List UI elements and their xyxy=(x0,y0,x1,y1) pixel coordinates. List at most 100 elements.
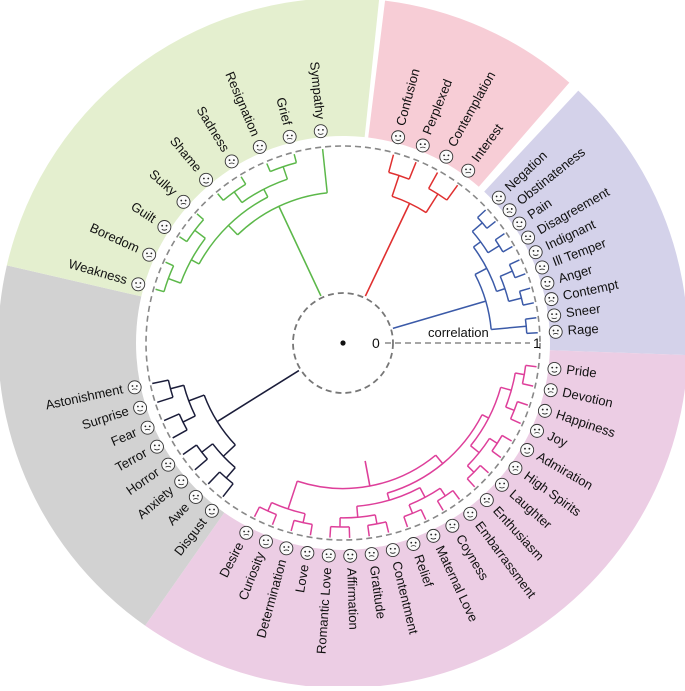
branch xyxy=(429,172,438,188)
branch xyxy=(152,380,168,383)
label-rage: Rage xyxy=(567,321,599,338)
face-sketch-icon xyxy=(162,458,175,471)
branch xyxy=(264,189,268,197)
branch xyxy=(294,154,296,163)
face-sketch-icon xyxy=(200,173,213,186)
branch xyxy=(467,479,474,487)
face-sketch-icon xyxy=(225,155,238,168)
branch xyxy=(501,387,512,390)
branch xyxy=(234,192,242,203)
face-sketch-icon xyxy=(548,309,561,322)
face-sketch-icon xyxy=(440,150,453,163)
branch xyxy=(226,468,235,478)
face-sketch-icon xyxy=(503,204,516,217)
branch xyxy=(197,214,204,220)
face-sketch-icon xyxy=(492,191,505,204)
branch xyxy=(170,385,183,389)
face-sketch-icon xyxy=(541,277,554,290)
branch xyxy=(375,515,377,524)
face-sketch-icon xyxy=(462,164,475,177)
branch xyxy=(323,149,328,193)
face-sketch-icon xyxy=(240,526,253,539)
branch xyxy=(480,465,488,472)
branch xyxy=(488,246,499,253)
branch xyxy=(487,221,496,228)
branch xyxy=(191,260,199,264)
branch xyxy=(426,194,438,213)
branch xyxy=(437,501,443,510)
face-sketch-icon xyxy=(301,546,314,559)
branch xyxy=(223,445,235,456)
correlation-scale: 0 1 correlation xyxy=(146,146,541,540)
face-sketch-icon xyxy=(427,529,440,542)
face-sketch-icon xyxy=(495,478,508,491)
branch xyxy=(303,514,305,523)
branch xyxy=(368,525,369,536)
branch xyxy=(509,260,519,265)
face-sketch-icon xyxy=(538,404,551,417)
face-sketch-icon xyxy=(407,538,420,551)
branch xyxy=(475,268,487,274)
face-sketch-icon xyxy=(280,542,293,555)
branch xyxy=(490,438,498,443)
face-sketch-icon xyxy=(150,440,163,453)
branch xyxy=(387,493,389,500)
branch xyxy=(330,527,331,538)
branch xyxy=(392,175,399,196)
branch xyxy=(218,194,224,201)
branch xyxy=(357,506,358,517)
branch xyxy=(291,520,294,531)
scale-zero-label: 0 xyxy=(372,335,380,351)
branch xyxy=(387,415,482,493)
face-sketch-icon xyxy=(529,246,542,259)
branch xyxy=(223,484,233,497)
face-sketch-icon xyxy=(392,131,405,144)
branch xyxy=(472,223,482,232)
face-sketch-icon xyxy=(446,519,459,532)
sector-green xyxy=(7,0,379,296)
branch xyxy=(404,517,408,527)
label-affirmation: Affirmation xyxy=(344,568,361,630)
branch xyxy=(195,459,208,470)
face-sketch-icon xyxy=(480,494,493,507)
branch xyxy=(421,510,426,520)
branch xyxy=(241,177,246,185)
branch xyxy=(283,167,287,179)
branch xyxy=(527,333,538,334)
branch xyxy=(503,246,513,251)
branch xyxy=(522,384,533,386)
branch xyxy=(179,237,186,242)
branch xyxy=(156,289,164,291)
face-sketch-icon xyxy=(322,549,335,562)
branch xyxy=(157,397,173,402)
branch xyxy=(506,407,515,410)
branch xyxy=(189,395,204,401)
trunk-green xyxy=(279,206,321,296)
trunk-red xyxy=(365,203,409,296)
face-sketch-icon xyxy=(344,549,357,562)
face-sketch-icon xyxy=(536,261,549,274)
face-sketch-icon xyxy=(132,278,145,291)
branch xyxy=(168,279,180,284)
face-sketch-icon xyxy=(158,220,171,233)
face-sketch-icon xyxy=(386,544,399,557)
branch xyxy=(409,162,416,179)
face-sketch-icon xyxy=(253,140,266,153)
face-sketch-icon xyxy=(365,548,378,561)
branch xyxy=(420,488,425,498)
branch xyxy=(515,373,524,375)
branch xyxy=(436,455,443,463)
center-dot xyxy=(340,340,345,345)
branch xyxy=(511,419,521,424)
face-sketch-icon xyxy=(134,401,147,414)
branch xyxy=(478,210,486,218)
face-sketch-icon xyxy=(521,444,534,457)
branch xyxy=(482,415,489,418)
branch xyxy=(471,446,480,453)
branch xyxy=(386,522,389,533)
face-sketch-icon xyxy=(177,195,190,208)
branch xyxy=(288,481,297,509)
branch xyxy=(523,303,534,305)
